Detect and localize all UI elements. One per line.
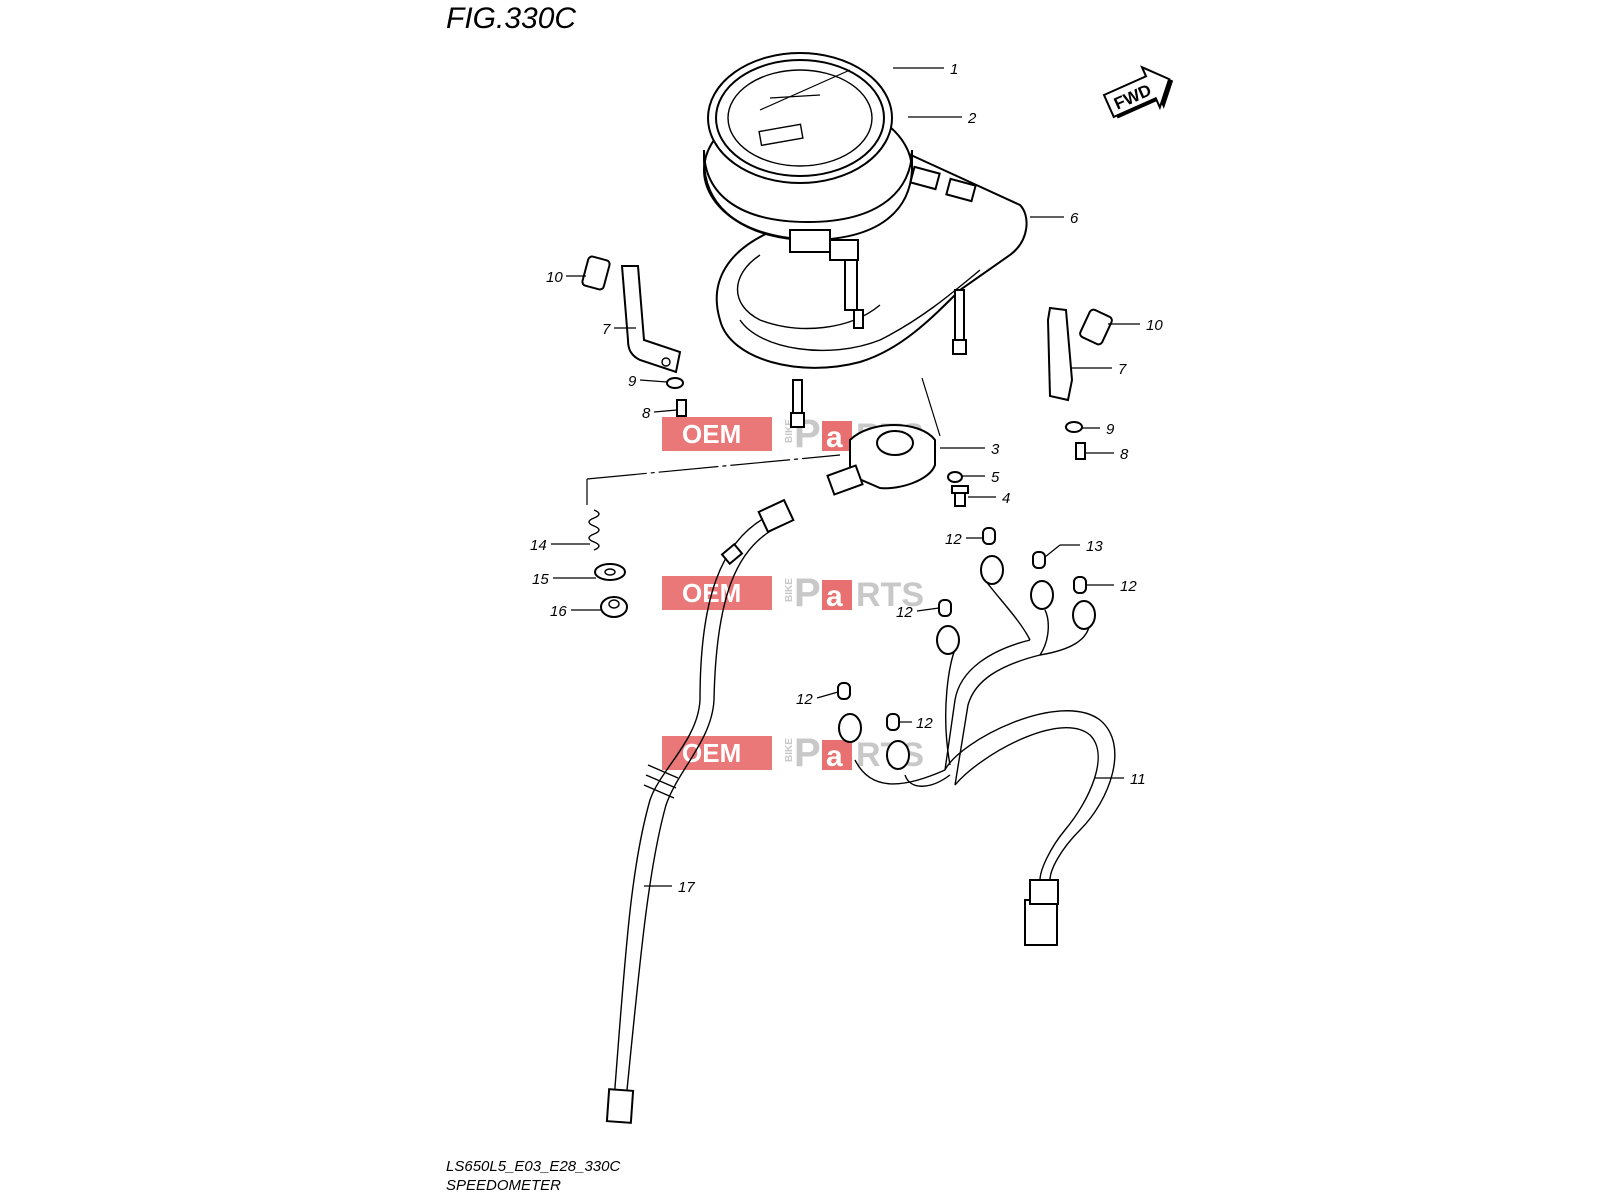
svg-text:a: a [826, 421, 843, 454]
callout-12-a: 12 [945, 531, 983, 548]
callout-7-left: 7 [602, 321, 636, 338]
callout-8-right: 8 [1086, 446, 1129, 463]
svg-text:7: 7 [1118, 361, 1127, 378]
svg-text:17: 17 [678, 879, 695, 896]
screw-right-part-8 [1075, 442, 1086, 460]
callout-10-right: 10 [1108, 317, 1163, 334]
washer-part-5 [947, 471, 963, 483]
svg-text:BIKE: BIKE [784, 738, 795, 762]
svg-text:11: 11 [1130, 771, 1146, 788]
svg-text:10: 10 [1146, 317, 1163, 334]
callout-15: 15 [532, 571, 596, 588]
callout-10-left: 10 [546, 269, 586, 286]
callout-8-left: 8 [642, 405, 678, 422]
svg-text:BIKE: BIKE [784, 419, 795, 443]
svg-text:16: 16 [550, 603, 567, 620]
svg-text:10: 10 [546, 269, 563, 286]
svg-text:BIKE: BIKE [784, 578, 795, 602]
callout-17: 17 [644, 879, 695, 896]
svg-text:9: 9 [1106, 421, 1115, 438]
svg-text:8: 8 [1120, 446, 1129, 463]
diagram-name: SPEEDOMETER [446, 1177, 562, 1194]
mounting-studs [790, 254, 967, 428]
svg-text:12: 12 [945, 531, 962, 548]
callout-13: 13 [1044, 538, 1103, 558]
cushion-right-part-10 [1079, 308, 1113, 346]
callout-14: 14 [530, 537, 590, 554]
grommet-part-16 [600, 596, 628, 618]
svg-text:a: a [826, 740, 843, 773]
cushion-left-part-10 [581, 255, 611, 291]
speedometer-gear-box-part-3 [826, 424, 936, 496]
speedometer-cable-part-17 [605, 498, 795, 1124]
svg-text:15: 15 [532, 571, 549, 588]
svg-text:12: 12 [916, 715, 933, 732]
figure-title: FIG.330C [446, 2, 577, 35]
bulb-part-12 [837, 527, 1087, 731]
svg-text:3: 3 [991, 441, 1000, 458]
callout-2: 2 [908, 110, 977, 127]
callout-16: 16 [550, 603, 601, 620]
bracket-right-part-7 [1046, 306, 1074, 402]
svg-text:12: 12 [1120, 578, 1137, 595]
svg-text:RTS: RTS [856, 576, 924, 614]
speedometer-housing-part-6 [715, 148, 1028, 369]
svg-text:OEM: OEM [682, 419, 741, 449]
svg-text:P: P [794, 571, 821, 615]
callout-1: 1 [893, 61, 958, 78]
bulb-socket-group [838, 555, 1096, 770]
callout-4: 4 [968, 490, 1010, 507]
svg-text:8: 8 [642, 405, 651, 422]
leader-line-dashed [586, 454, 841, 480]
leader-line [921, 377, 941, 437]
screw-part-4 [951, 485, 969, 507]
svg-text:12: 12 [796, 691, 813, 708]
svg-text:4: 4 [1002, 490, 1010, 507]
svg-text:a: a [826, 580, 843, 613]
svg-text:P: P [794, 731, 821, 775]
screw-left-part-8 [676, 399, 687, 417]
svg-text:12: 12 [896, 604, 913, 621]
callout-12-d: 12 [796, 691, 839, 708]
svg-text:13: 13 [1086, 538, 1103, 555]
svg-text:1: 1 [950, 61, 958, 78]
callout-12-e: 12 [899, 715, 933, 732]
callout-9-left: 9 [628, 373, 668, 390]
svg-text:7: 7 [602, 321, 611, 338]
svg-text:5: 5 [991, 469, 1000, 486]
svg-text:9: 9 [628, 373, 637, 390]
washer-part-15 [594, 563, 626, 581]
spring-part-14 [588, 509, 600, 551]
washer-right-part-9 [1065, 421, 1083, 433]
callout-12-b: 12 [1086, 578, 1137, 595]
fwd-arrow-icon: FWD [1102, 65, 1174, 119]
svg-text:OEM: OEM [682, 738, 741, 768]
bulb-part-13 [1032, 551, 1046, 569]
callout-5: 5 [962, 469, 1000, 486]
callout-3: 3 [940, 441, 1000, 458]
svg-text:2: 2 [967, 110, 977, 127]
model-code: LS650L5_E03_E28_330C [446, 1158, 621, 1175]
svg-text:14: 14 [530, 537, 547, 554]
callout-9-right: 9 [1082, 421, 1115, 438]
callout-11: 11 [1094, 771, 1146, 788]
callout-12-c: 12 [896, 604, 940, 621]
bracket-left-part-7 [620, 265, 682, 374]
speedometer-part-1 [703, 52, 913, 261]
callout-6: 6 [1030, 210, 1079, 227]
svg-text:6: 6 [1070, 210, 1079, 227]
washer-left-part-9 [666, 377, 684, 389]
callout-7-right: 7 [1070, 361, 1127, 378]
